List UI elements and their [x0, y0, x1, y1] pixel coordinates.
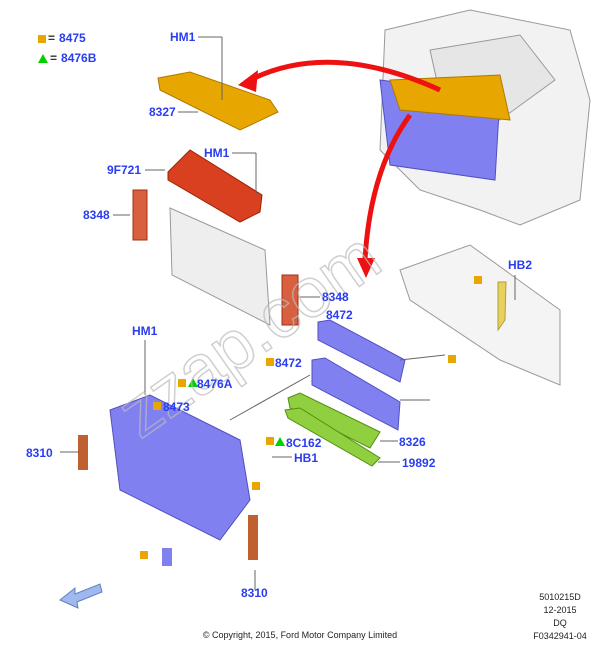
callout-8310[interactable]: 8310 [26, 446, 53, 460]
callout-8326[interactable]: 8326 [399, 435, 426, 449]
callout-8348[interactable]: 8348 [322, 290, 349, 304]
callout-8472[interactable]: 8472 [326, 308, 353, 322]
callout-8327[interactable]: 8327 [149, 105, 176, 119]
callout-HB2[interactable]: HB2 [508, 258, 533, 272]
callout-8310[interactable]: 8310 [241, 586, 268, 600]
red-arrow-top [248, 59, 442, 93]
callout-HM1[interactable]: HM1 [204, 146, 230, 160]
part-8326 [287, 392, 381, 449]
footer-date: 12-2015 [543, 605, 577, 615]
callout-HM1[interactable]: HM1 [170, 30, 196, 44]
callout-HM1[interactable]: HM1 [132, 324, 158, 338]
copyright: © Copyright, 2015, Ford Motor Company Li… [202, 630, 398, 640]
footer-code: 5010215D [539, 592, 581, 602]
part-8472-upper [317, 319, 406, 383]
callout-19892[interactable]: 19892 [402, 456, 436, 470]
part-HB2 [497, 281, 507, 332]
part-8472-lower [311, 357, 401, 431]
footer-region: DQ [553, 618, 567, 628]
callout-8473[interactable]: 8473 [163, 400, 190, 414]
engine-bay-illustration [379, 9, 591, 226]
radiator [169, 207, 271, 326]
red-arrow-down [362, 113, 413, 261]
legend-8475: =8475 [38, 31, 86, 45]
callout-9F721[interactable]: 9F721 [107, 163, 142, 177]
callout-8C162[interactable]: 8C162 [286, 436, 322, 450]
bumper-beam [399, 244, 561, 386]
callout-8476A[interactable]: 8476A [197, 377, 233, 391]
callout-8472[interactable]: 8472 [275, 356, 302, 370]
direction-arrow-icon [59, 583, 103, 609]
callout-8348[interactable]: 8348 [83, 208, 110, 222]
square-icon [38, 34, 46, 43]
footer-figure: F0342941-04 [533, 631, 587, 641]
part-8327 [157, 71, 279, 131]
callout-HB1[interactable]: HB1 [294, 451, 319, 465]
part-19892 [284, 407, 381, 467]
triangle-icon [38, 54, 48, 64]
part-9F721 [167, 149, 263, 223]
part-8476A-carrier [109, 394, 251, 541]
legend-8476B: =8476B [38, 51, 96, 65]
